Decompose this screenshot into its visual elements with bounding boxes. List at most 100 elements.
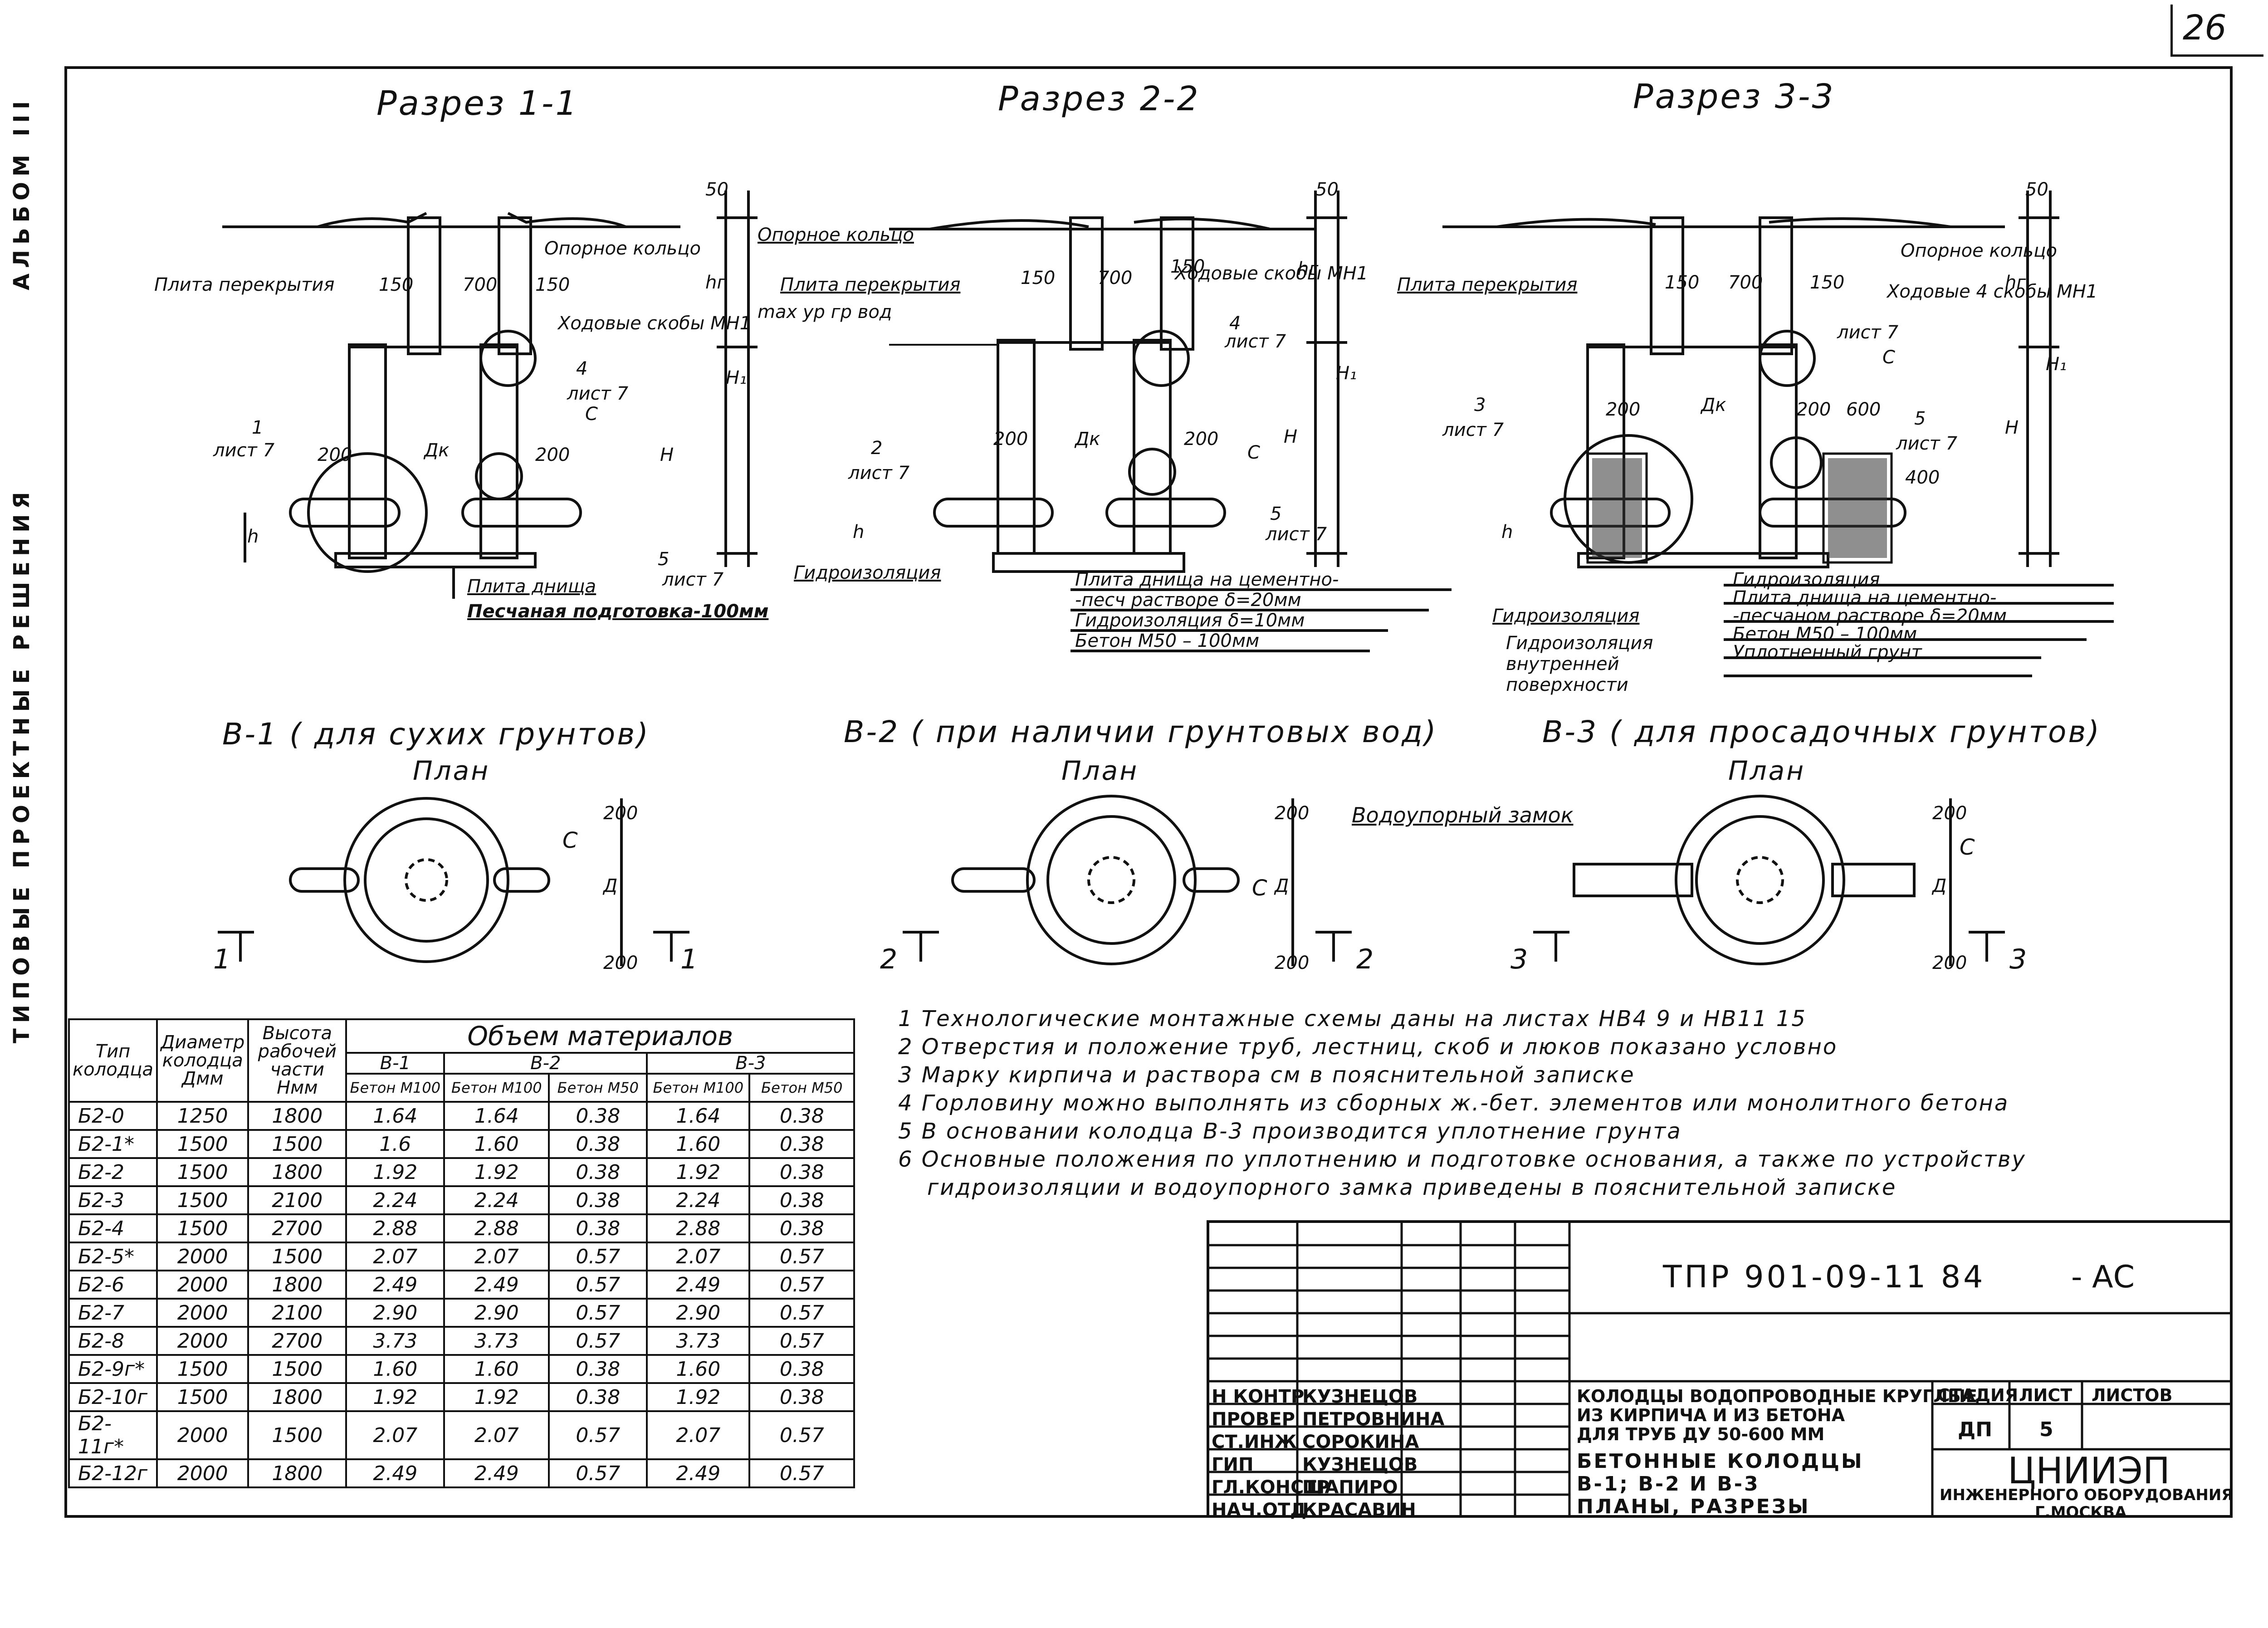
s2-layer-2: Гидроизоляция δ=10мм xyxy=(1075,610,1305,631)
materials-table: Тип колодца Диаметр колодца Дмм Высота р… xyxy=(68,1018,855,1488)
s3-H: H xyxy=(2005,417,2019,438)
variant-3-plan: План xyxy=(1728,755,1806,786)
note-5: 5 В основании колодца В-3 производится у… xyxy=(898,1119,1682,1144)
s2-layer-0: Плита днища на цементно- xyxy=(1075,569,1339,590)
s2-d200a: 200 xyxy=(993,429,1028,450)
s3-c: С xyxy=(1882,347,1895,368)
th-sub-1: Бетон М100 xyxy=(443,1073,550,1103)
table-cell: Б2-0 xyxy=(68,1101,158,1131)
s3-callout5: 5 xyxy=(1914,408,1926,429)
table-cell: 1500 xyxy=(156,1185,249,1215)
table-cell: 3.73 xyxy=(443,1326,550,1356)
s3-d700: 700 xyxy=(1728,272,1763,293)
table-cell: 2.07 xyxy=(646,1242,751,1271)
variant-1-d-top: 200 xyxy=(603,803,638,824)
section-1-title: Разрез 1-1 xyxy=(376,84,579,123)
s3-h50: 50 xyxy=(2025,179,2048,200)
s3-layer-2: -песчаном растворе δ=20мм xyxy=(1733,606,2007,626)
s3-d200: 200 xyxy=(1606,399,1641,420)
s3-callout3: 3 xyxy=(1474,395,1486,416)
name-5: КРАСАВИН xyxy=(1302,1500,1416,1520)
table-cell: 1.92 xyxy=(443,1157,550,1187)
variant-1-d-bot: 200 xyxy=(603,953,638,973)
note-4: 4 Горловину можно выполнять из сборных ж… xyxy=(898,1090,2009,1116)
s2-slab-label: Плита перекрытия xyxy=(780,274,961,295)
table-cell: 1500 xyxy=(156,1354,249,1384)
variant-2-title: В-2 ( при наличии грунтовых вод) xyxy=(844,714,1438,749)
table-cell: Б2-5* xyxy=(68,1242,158,1271)
s1-slab-label: Плита перекрытия xyxy=(154,274,335,295)
s3-waterproof: Гидроизоляция xyxy=(1492,606,1640,626)
table-cell: 2000 xyxy=(156,1298,249,1328)
s1-hr: hг xyxy=(705,272,727,293)
s2-callout2-sheet: лист 7 xyxy=(848,463,910,484)
table-cell: Б2-12г xyxy=(68,1458,158,1488)
table-cell: 2.49 xyxy=(646,1270,751,1300)
table-cell: 1500 xyxy=(156,1129,249,1159)
table-cell: 2.88 xyxy=(646,1213,751,1243)
s2-ring-label: Опорное кольцо xyxy=(758,225,914,245)
variant-1-plan: План xyxy=(413,755,490,786)
stage-header: СТАДИЯ xyxy=(1937,1385,2019,1405)
table-cell: 2000 xyxy=(156,1410,249,1460)
table-cell: 2.88 xyxy=(345,1213,445,1243)
table-cell: 0.38 xyxy=(548,1382,648,1412)
variant-3-lock: Водоупорный замок xyxy=(1352,803,1574,827)
sheet-title-2: ПЛАНЫ, РАЗРЕЗЫ xyxy=(1577,1495,1810,1518)
doc-code: ТПР 901-09-11 84 xyxy=(1663,1259,1986,1295)
table-cell: 1800 xyxy=(247,1270,347,1300)
table-cell: 1800 xyxy=(247,1157,347,1187)
table-cell: 1.92 xyxy=(443,1382,550,1412)
project-title-1: ИЗ КИРПИЧА И ИЗ БЕТОНА xyxy=(1577,1405,1845,1425)
table-cell: Б2-10г xyxy=(68,1382,158,1412)
s1-d150b: 150 xyxy=(535,274,570,295)
table-cell: 1.60 xyxy=(345,1354,445,1384)
s1-ring-label: Опорное кольцо xyxy=(544,238,701,259)
s3-h: h xyxy=(1501,522,1513,543)
table-cell: 1500 xyxy=(156,1213,249,1243)
table-cell: 0.38 xyxy=(748,1213,855,1243)
section-3-title: Разрез 3-3 xyxy=(1633,77,1835,116)
variant-1-cut-left: 1 xyxy=(213,944,231,975)
table-cell: 0.57 xyxy=(548,1326,648,1356)
plan-3-drawing xyxy=(1533,795,2005,966)
table-cell: 3.73 xyxy=(646,1326,751,1356)
table-cell: 1.64 xyxy=(345,1101,445,1131)
s3-callout5-sheet: лист 7 xyxy=(1896,433,1958,454)
s2-hr: hг xyxy=(1297,259,1319,279)
table-cell: 0.57 xyxy=(748,1242,855,1271)
table-cell: 1800 xyxy=(247,1101,347,1131)
table-cell: 2.24 xyxy=(646,1185,751,1215)
table-cell: 0.57 xyxy=(748,1458,855,1488)
note-6-cont: гидроизоляции и водоупорного замка приве… xyxy=(927,1175,1897,1200)
table-cell: 0.57 xyxy=(548,1270,648,1300)
table-cell: 1.92 xyxy=(345,1382,445,1412)
table-cell: 1500 xyxy=(247,1242,347,1271)
table-cell: 2000 xyxy=(156,1458,249,1488)
table-cell: 2.49 xyxy=(646,1458,751,1488)
s1-d150a: 150 xyxy=(379,274,414,295)
table-cell: Б2-6 xyxy=(68,1270,158,1300)
th-group-b2: В-2 xyxy=(443,1052,648,1075)
table-cell: 2700 xyxy=(247,1326,347,1356)
s1-H: H xyxy=(660,445,674,465)
table-cell: 0.57 xyxy=(748,1298,855,1328)
table-cell: 1.92 xyxy=(646,1157,751,1187)
table-cell: 2.07 xyxy=(345,1410,445,1460)
table-cell: 0.38 xyxy=(548,1157,648,1187)
variant-2-c: С xyxy=(1252,875,1267,901)
table-cell: 2000 xyxy=(156,1270,249,1300)
table-cell: 2.07 xyxy=(345,1242,445,1271)
table-cell: 0.38 xyxy=(748,1185,855,1215)
s2-layer-1: -песч растворе δ=20мм xyxy=(1075,590,1301,611)
table-cell: 1500 xyxy=(156,1382,249,1412)
table-cell: 1500 xyxy=(247,1129,347,1159)
table-cell: 2.24 xyxy=(345,1185,445,1215)
table-cell: 2700 xyxy=(247,1213,347,1243)
plan-2-drawing xyxy=(903,795,1352,966)
